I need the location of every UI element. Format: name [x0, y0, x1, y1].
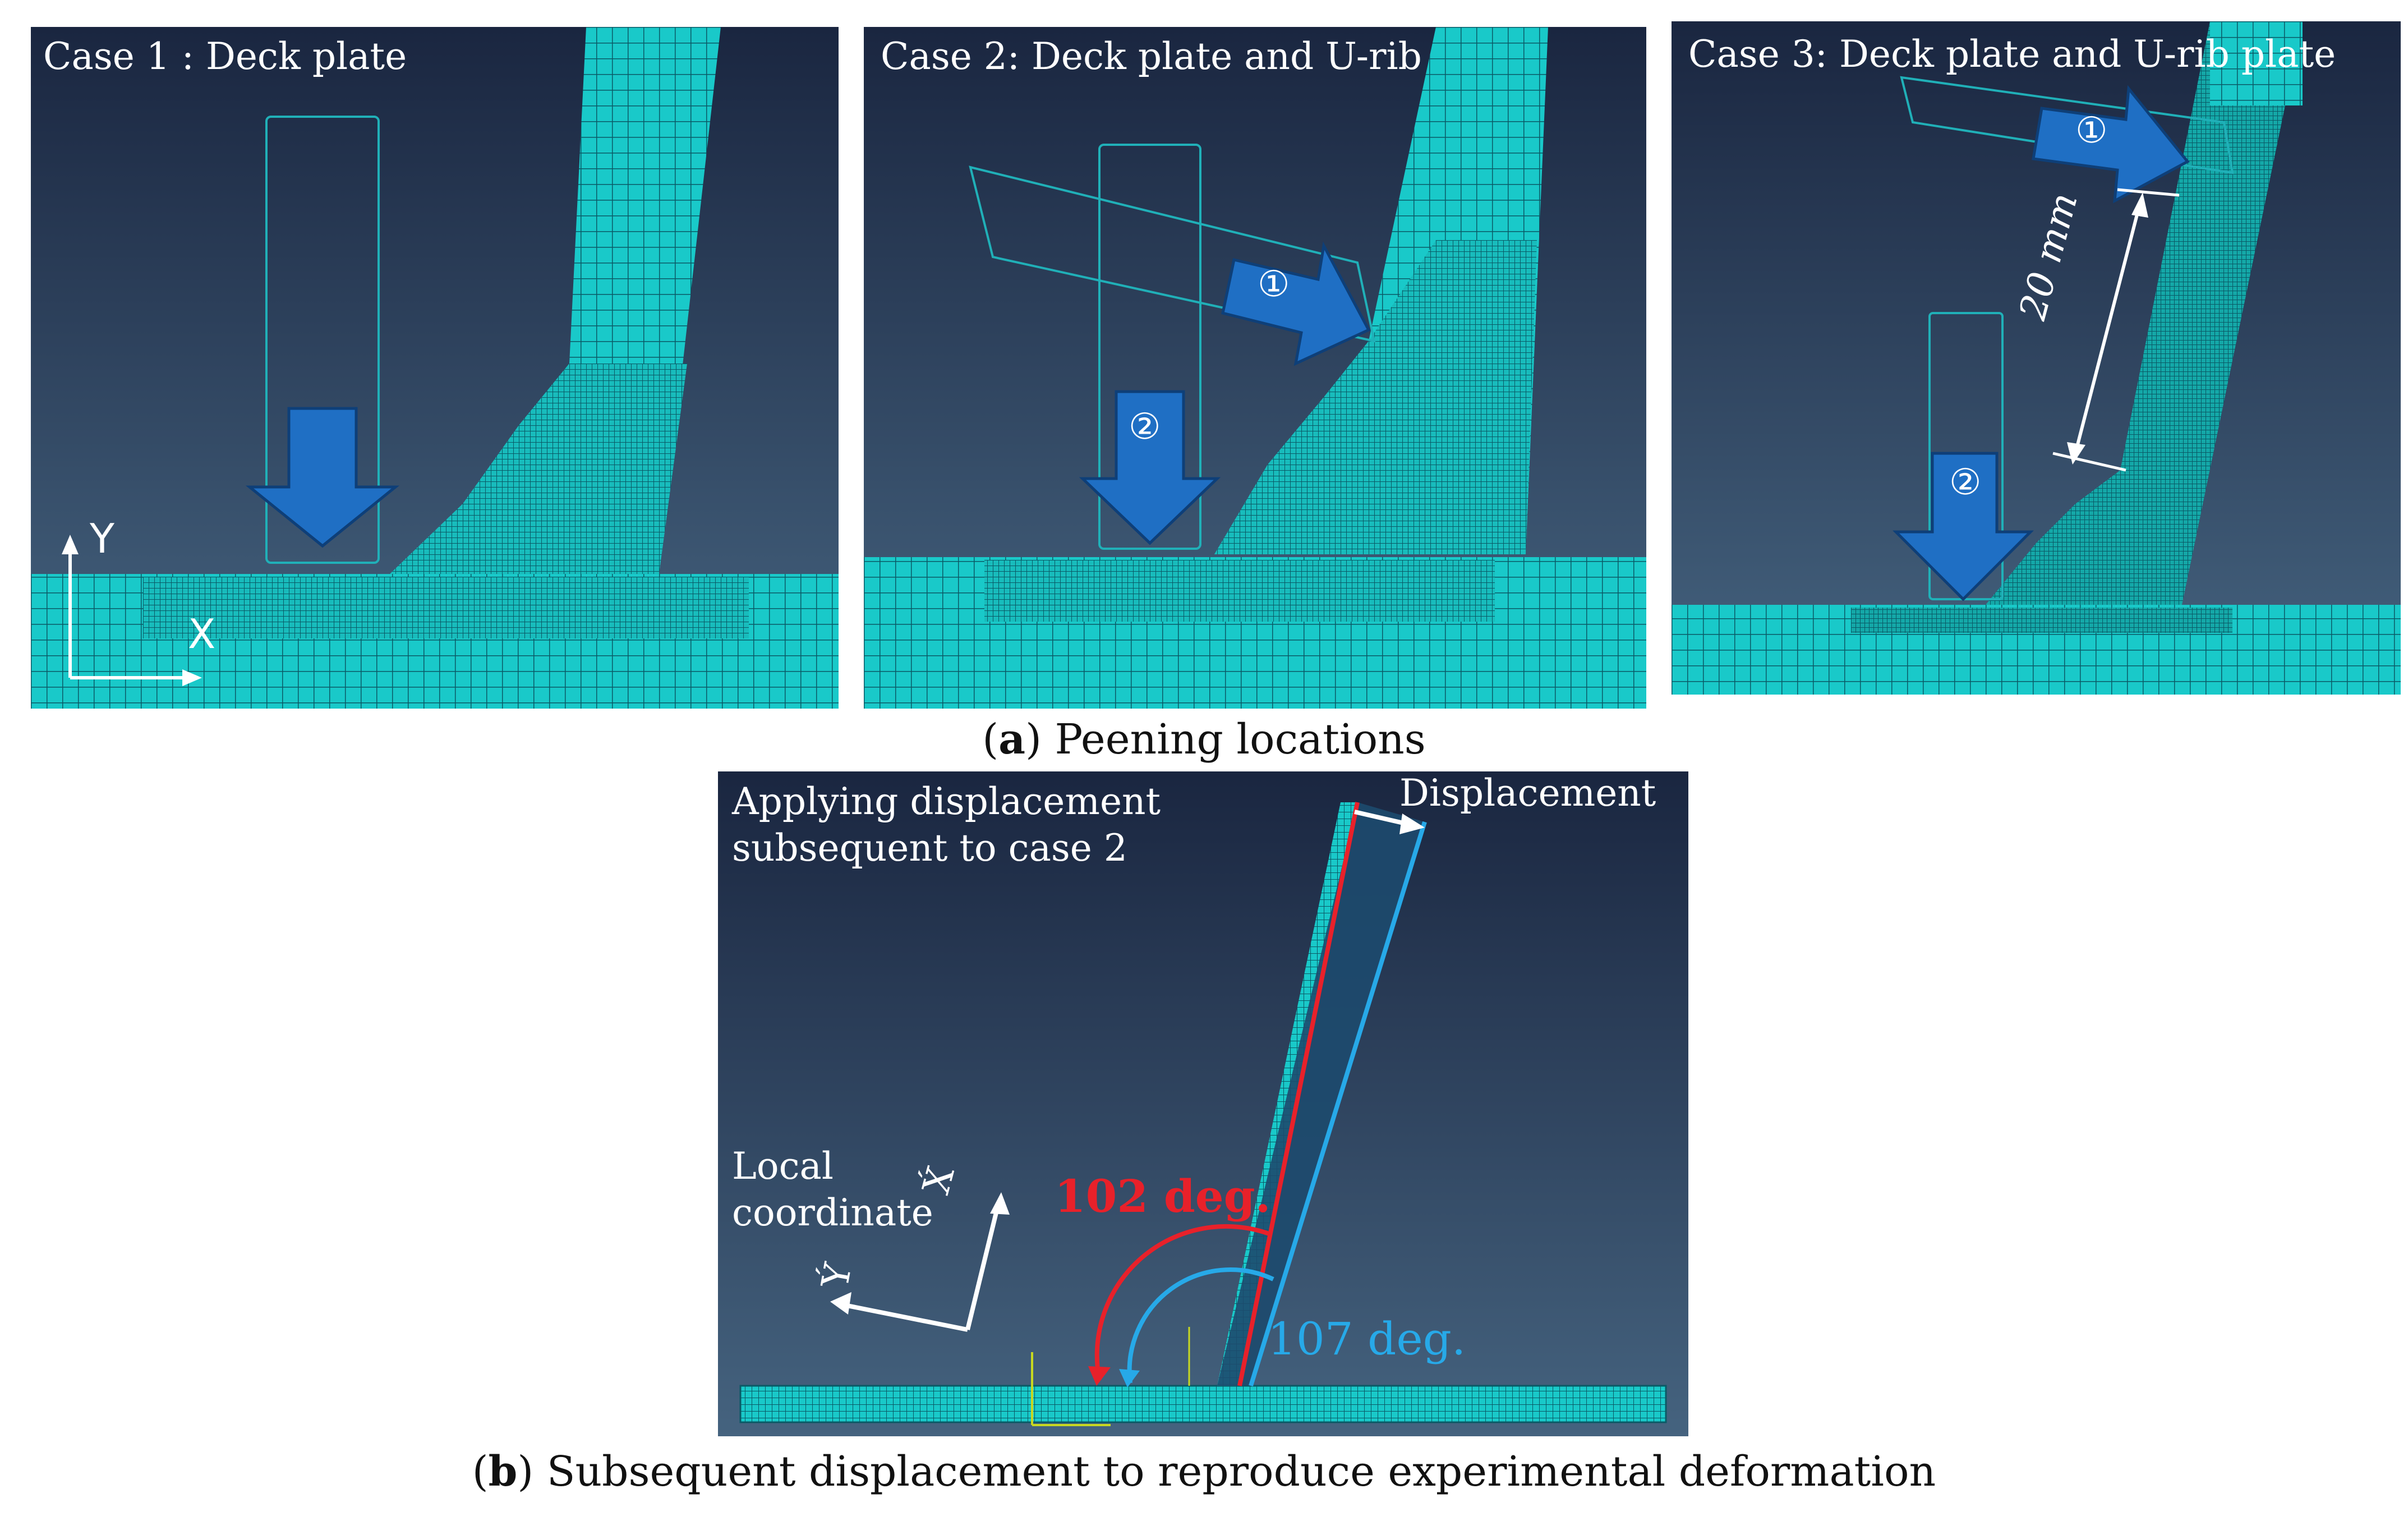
angle-arc-red: [1094, 1224, 1272, 1381]
case3-panel: Case 3: Deck plate and U-rib plate ① ② 2…: [1672, 21, 2401, 695]
panel-b-title-line1: Applying displacement: [732, 780, 1161, 823]
dimension-line: [2074, 203, 2142, 454]
original-rib-edge: [1237, 802, 1360, 1386]
case1-mesh-diagram: [31, 27, 839, 709]
y-axis-label: Y: [90, 515, 114, 562]
caption-b-text: ) Subsequent displacement to reproduce e…: [517, 1448, 1936, 1496]
local-x-axis: [965, 1203, 1001, 1330]
marker-2: ②: [1129, 406, 1161, 448]
local-y-axis: [841, 1302, 968, 1332]
peening-tool-1-outline: [969, 166, 1376, 343]
angle-label-blue: 107 deg.: [1268, 1313, 1466, 1365]
fine-mesh-zone: [143, 577, 749, 638]
case2-panel: Case 2: Deck plate and U-rib ① ②: [864, 27, 1646, 709]
peening-arrow-1: [1221, 241, 1371, 366]
marker-1: ①: [1258, 264, 1290, 305]
peening-tool-outline: [265, 116, 380, 564]
case3-mesh-diagram: [1672, 21, 2401, 695]
local-coordinate-line1: Local: [732, 1145, 834, 1188]
case1-panel: Case 1 : Deck plate Y X: [31, 27, 839, 709]
panel-b: Applying displacement subsequent to case…: [718, 771, 1688, 1436]
case2-mesh-diagram: [864, 27, 1646, 709]
peening-arrow-1: [2032, 85, 2190, 204]
case2-title: Case 2: Deck plate and U-rib: [881, 35, 1422, 78]
case3-title: Case 3: Deck plate and U-rib plate: [1688, 33, 2336, 76]
peening-arrow-2: [1892, 452, 2034, 601]
displacement-label: Displacement: [1399, 771, 1656, 815]
caption-b: (b) Subsequent displacement to reproduce…: [472, 1448, 1936, 1496]
local-coordinate-line2: coordinate: [732, 1191, 933, 1234]
caption-a-letter: a: [998, 715, 1026, 764]
angle-arc-blue: [1127, 1267, 1274, 1384]
displacement-diagram: [718, 771, 1688, 1436]
panel-b-title-line2: subsequent to case 2: [732, 826, 1127, 870]
peening-arrow-2: [1079, 390, 1221, 545]
deck-plate: [739, 1385, 1667, 1423]
peening-arrow-down: [245, 407, 400, 548]
caption-a-text: ) Peening locations: [1025, 715, 1426, 764]
x-axis-label: X: [188, 610, 216, 658]
marker-2: ②: [1949, 462, 1982, 503]
displaced-rib-edge: [1249, 821, 1427, 1387]
marker-1: ①: [2075, 110, 2108, 151]
case1-title: Case 1 : Deck plate: [43, 35, 407, 78]
caption-b-letter: b: [488, 1448, 518, 1496]
angle-label-red: 102 deg.: [1055, 1170, 1271, 1223]
caption-a: (a) Peening locations: [982, 715, 1426, 764]
u-rib: [1986, 21, 2303, 605]
